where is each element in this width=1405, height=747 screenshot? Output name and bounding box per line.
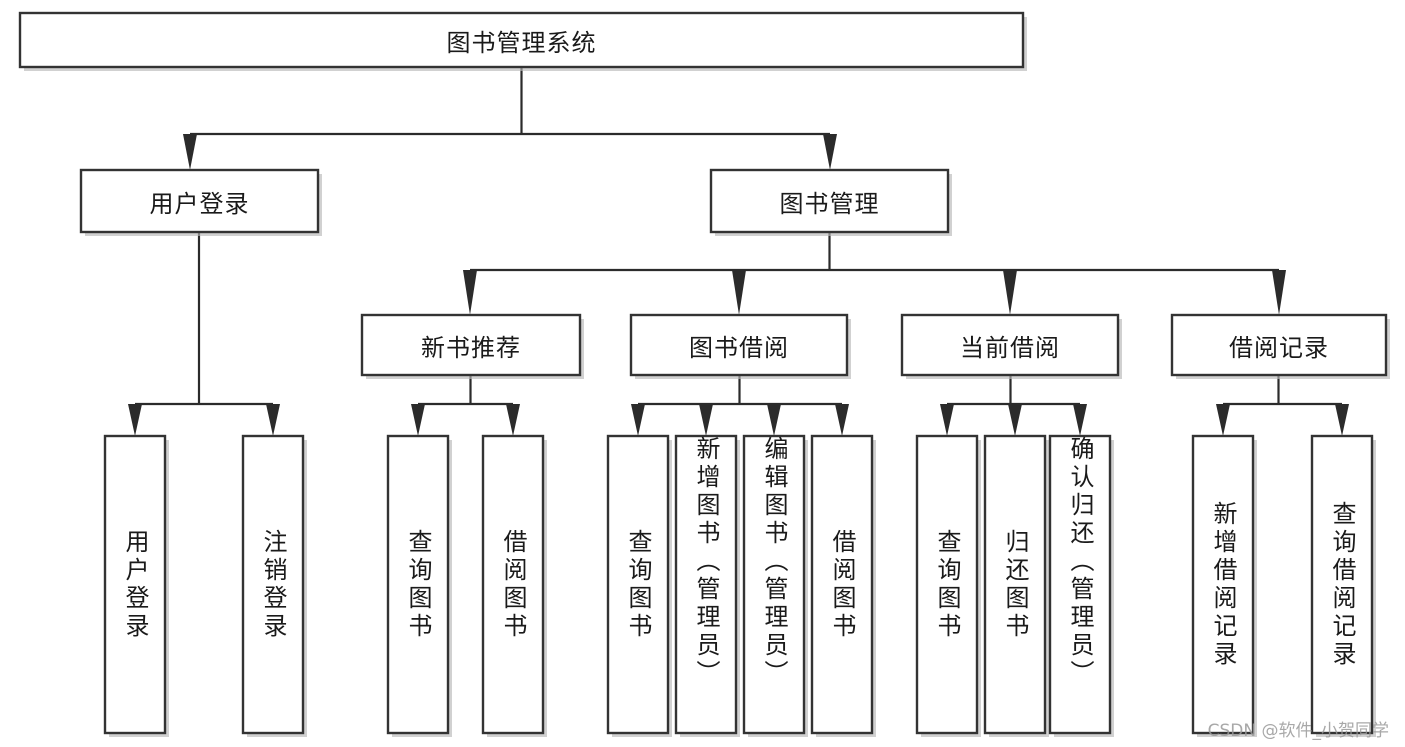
arrowhead-bookborrow-leaf-2 (699, 404, 713, 436)
node-box-leaf-record-query[interactable] (1310, 434, 1374, 735)
arrowhead-currentborrow-leaf-3 (1073, 404, 1087, 436)
node-box-user-login[interactable] (79, 168, 320, 234)
node-box-book-borrow[interactable] (629, 313, 849, 377)
node-box-leaf-newbook-query[interactable] (386, 434, 450, 735)
arrowhead-borrowrecord-leaf-1 (1216, 404, 1230, 436)
node-box-current-borrow[interactable] (900, 313, 1120, 377)
node-layer (18, 11, 1390, 737)
node-box-borrow-record[interactable] (1170, 313, 1388, 377)
arrowhead-bookborrow (732, 270, 746, 315)
arrowhead-bookborrow-leaf-3 (767, 404, 781, 436)
arrowhead-borrowrecord (1272, 270, 1286, 315)
node-box-leaf-newbook-borrow[interactable] (481, 434, 545, 735)
arrowhead-currentborrow-leaf-2 (1008, 404, 1022, 436)
node-box-leaf-borrow-borrow[interactable] (810, 434, 874, 735)
arrowhead-leaf-logout (266, 404, 280, 436)
node-box-leaf-record-add[interactable] (1191, 434, 1255, 735)
node-box-leaf-current-confirm[interactable] (1048, 434, 1112, 735)
arrowhead-bookmgmt (823, 134, 837, 170)
node-box-leaf-borrow-add[interactable] (674, 434, 738, 735)
arrowhead-leaf-user-login (128, 404, 142, 436)
arrowhead-newbook-leaf-1 (411, 404, 425, 436)
arrowhead-newbook (463, 270, 477, 315)
node-box-root[interactable] (18, 11, 1025, 69)
node-box-leaf-borrow-edit[interactable] (742, 434, 806, 735)
arrowhead-currentborrow (1003, 270, 1017, 315)
node-box-leaf-current-query[interactable] (915, 434, 979, 735)
node-box-leaf-borrow-query[interactable] (606, 434, 670, 735)
connector-layer (128, 67, 1349, 436)
arrowhead-bookborrow-leaf-1 (631, 404, 645, 436)
node-box-new-book-recommend[interactable] (360, 313, 582, 377)
node-box-leaf-current-return[interactable] (983, 434, 1047, 735)
arrowhead-currentborrow-leaf-1 (940, 404, 954, 436)
node-box-book-management[interactable] (709, 168, 950, 234)
arrowhead-newbook-leaf-2 (506, 404, 520, 436)
arrowhead-userlogin (183, 134, 197, 170)
arrowhead-bookborrow-leaf-4 (835, 404, 849, 436)
arrowhead-borrowrecord-leaf-2 (1335, 404, 1349, 436)
node-box-leaf-user-login[interactable] (103, 434, 167, 735)
node-box-leaf-logout[interactable] (241, 434, 305, 735)
